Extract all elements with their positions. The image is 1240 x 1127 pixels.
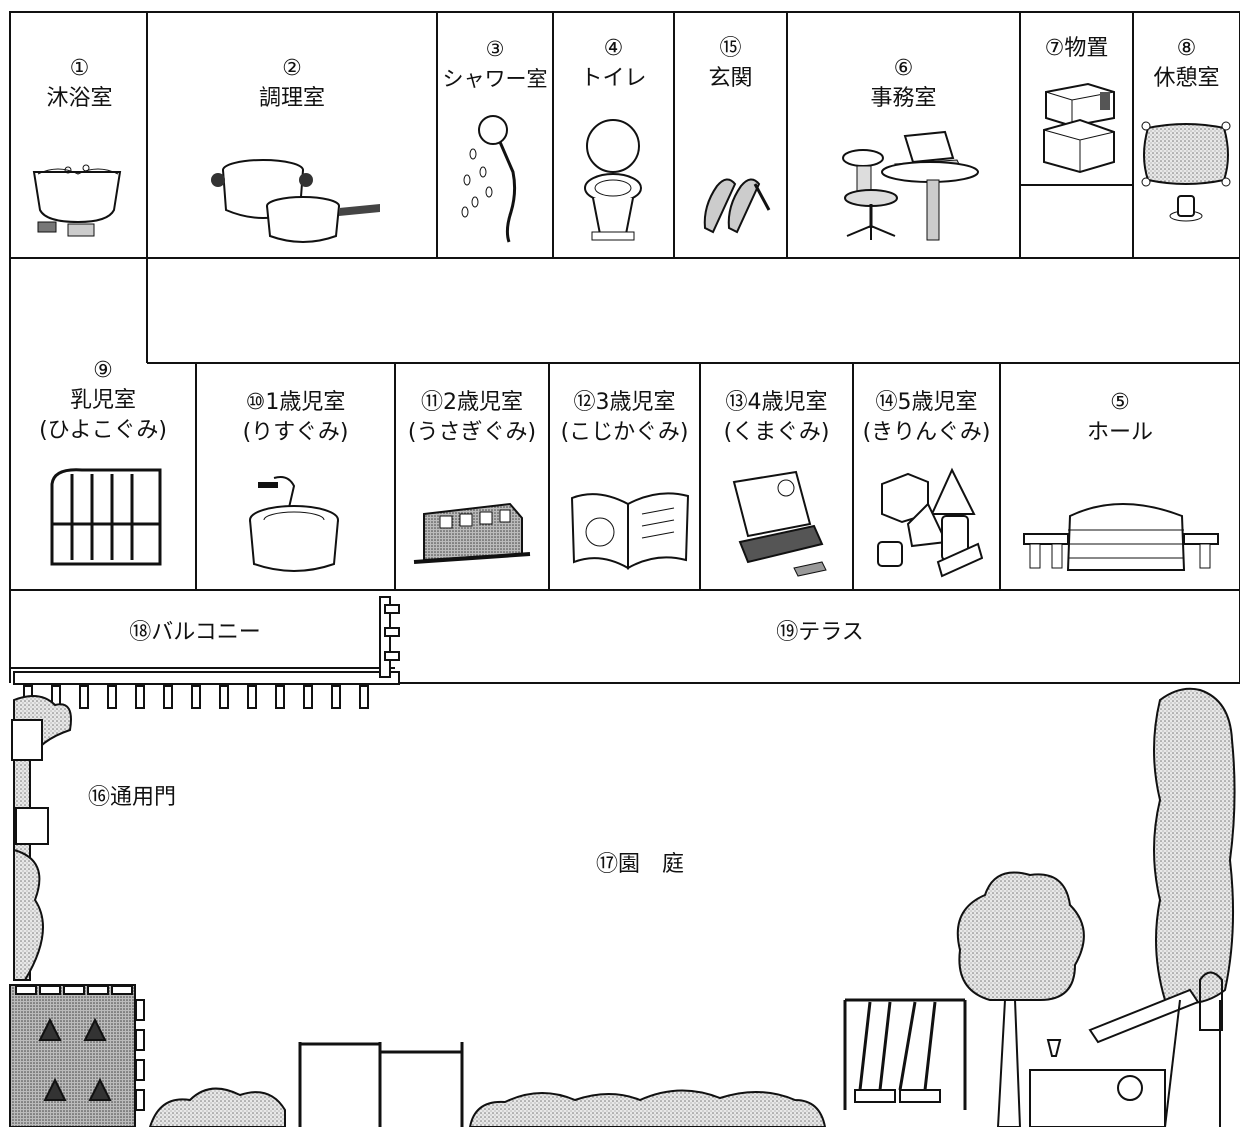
shower-icon [461,115,517,243]
gate-label: ⑯通用門 [88,785,177,810]
room-1yr: ⑩1歳児室 (りすぐみ) [196,388,395,448]
room-number: ① [69,56,90,81]
toilet-icon [584,119,642,241]
room-name: ⑫3歳児室 [573,390,676,415]
room-number: ⑨ [93,358,113,383]
wall-lines [9,11,1240,684]
room-label: ⑦物置 [1044,36,1109,61]
garden-label: ⑰園 庭 [595,852,684,877]
room-rest: ⑧ 休憩室 [1133,34,1240,94]
room-2yr: ⑪2歳児室 (うさぎぐみ) [395,388,549,448]
room-name: 沐浴室 [46,86,113,111]
room-class: (ひよこぐみ) [39,418,167,443]
room-name: ホール [1086,420,1153,445]
room-number: ⑥ [893,56,914,81]
room-office: ⑥ 事務室 [787,54,1020,114]
room-class: (うさぎぐみ) [407,420,537,445]
room-3yr: ⑫3歳児室 (こじかぐみ) [549,388,700,448]
room-number: ⑧ [1176,36,1197,61]
room-number: ⑤ [1110,390,1130,415]
room-infant: ⑨ 乳児室 (ひよこぐみ) [10,356,196,446]
garden-scenery [9,687,1236,1127]
bathtub-icon [32,164,122,237]
room-shower: ③ シャワー室 [437,34,553,94]
balcony-railing [13,596,400,709]
room-number: ④ [603,36,624,61]
building-blocks-icon [877,467,983,578]
room-entrance: ⑮ 玄関 [674,34,787,94]
toy-train-icon [413,502,531,564]
room-class: (くまぐみ) [723,420,830,445]
terrace-label: ⑲テラス [776,620,864,645]
room-name: ⑩1歳児室 [245,390,346,415]
room-toilet: ④ トイレ [553,34,674,94]
room-class: (きりんぐみ) [862,420,991,445]
room-class: (こじかぐみ) [560,420,689,445]
room-name: 乳児室 [69,388,136,413]
picture-book-icon [570,492,690,570]
shoes-icon [703,178,771,234]
room-name: シャワー室 [442,67,548,91]
boxes-icon [1043,82,1115,174]
room-number: ③ [485,37,505,61]
room-hall: ⑤ ホール [1000,388,1240,448]
vaulting-box-icon [1023,503,1219,571]
room-storage: ⑦物置 [1020,34,1133,64]
pots-icon [211,159,380,243]
room-number: ⑮ [719,36,742,61]
cushion-cup-icon [1141,121,1231,222]
room-number: ② [282,56,302,81]
paint-set-icon [732,470,827,577]
room-name: ⑬4歳児室 [725,390,828,415]
room-name: 休憩室 [1153,66,1220,91]
room-name: トイレ [580,66,647,91]
room-class: (りすぐみ) [242,420,349,445]
room-name: ⑪2歳児室 [421,390,523,415]
room-name: 事務室 [870,86,937,111]
balcony-label: ⑱バルコニー [129,620,261,645]
room-name: ⑭5歳児室 [875,390,978,415]
room-bath: ① 沐浴室 [22,54,137,114]
room-5yr: ⑭5歳児室 (きりんぐみ) [853,388,1000,448]
office-desk-icon [842,130,979,241]
room-kitchen: ② 調理室 [147,54,437,114]
crib-icon [50,468,162,566]
potty-icon [249,476,339,572]
room-name: 調理室 [258,86,325,111]
room-4yr: ⑬4歳児室 (くまぐみ) [700,388,853,448]
room-name: 玄関 [708,66,753,91]
